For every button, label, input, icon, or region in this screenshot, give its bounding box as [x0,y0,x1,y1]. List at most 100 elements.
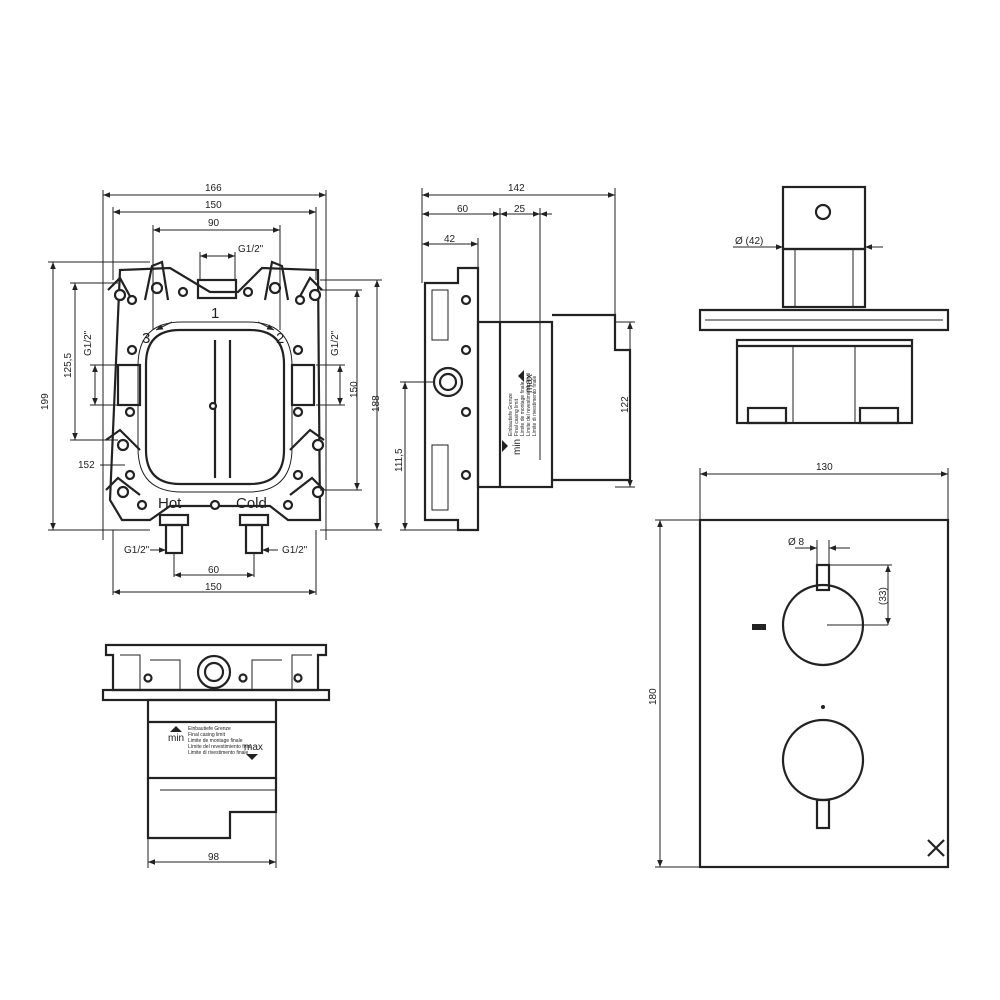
dim-142: 142 [508,183,525,194]
thread-bottom-right: G1/2" [282,545,308,556]
dim-150-side: 150 [349,381,360,398]
bottom-limit-text-1: Final casing limit [188,732,226,738]
temperature-mark [752,624,766,630]
dim-diameter-42: Ø (42) [735,236,763,247]
bottom-max-label: max [244,742,263,753]
handle-knob-hole [814,203,832,221]
lower-handle [781,718,865,802]
dim-152: 152 [78,460,95,471]
left-outlet [116,363,142,407]
front-view: 1 3 2 Hot Cold [40,183,382,595]
dim-125-5: 125,5 [63,353,74,378]
side-outlet-inner [438,372,458,392]
bottom-min-arrow-icon [170,726,182,732]
bottom-mount [104,643,328,692]
side-mounting-plate [423,266,480,532]
bottom-min-label: min [168,733,184,744]
dim-diameter-8: Ø 8 [788,537,805,548]
side-outlet-outer [432,366,464,398]
bottom-max-arrow-icon [246,754,258,760]
trim-extension-lines [655,468,949,868]
bottom-view: min max Einbautiefe Grenze Final casing … [101,643,331,868]
front-body [108,266,322,522]
dim-60-side: 60 [457,204,469,215]
dim-98: 98 [208,852,220,863]
side-view: max min Einbautiefe Grenze Final casing … [394,183,635,532]
dim-90: 90 [208,218,220,229]
inner-cover-outline [137,321,293,493]
trim-dimension-lines [657,471,948,867]
bottom-body [146,698,278,780]
thread-right: G1/2" [330,330,341,356]
center-mark [208,401,218,411]
side-limit-text-0: Einbautiefe Grenze [508,393,514,436]
inner-cover [144,328,286,486]
side-dimension-lines [402,192,633,530]
side-limit-text-1: Final casing limit [514,398,520,436]
upper-lever [815,563,831,592]
hot-label: Hot [158,495,182,512]
lower-lever [815,798,831,830]
trim-plate [698,518,950,869]
dim-130: 130 [816,462,833,473]
bottom-plate [101,688,331,702]
dim-150-bottom: 150 [205,582,222,593]
dim-60-bottom: 60 [208,565,220,576]
trim-plate-edge [698,308,950,332]
dim-180: 180 [648,688,659,705]
dim-42-side: 42 [444,234,456,245]
side-body [476,320,554,489]
dim-166: 166 [205,183,222,194]
side-min-label: min [512,439,523,455]
hot-inlet [158,513,190,527]
handle-stem [781,247,867,309]
top-outlet [196,278,238,300]
hot-inlet-pipe [164,523,184,555]
mounting-ears [105,260,325,496]
brand-logo-icon [927,839,945,857]
side-min-arrow-icon [502,440,508,452]
arrow-3-icon [155,321,173,331]
front-extension-lines [48,190,382,595]
arrow-2-icon [257,321,275,331]
side-extension-lines [400,188,635,531]
dim-150-top: 150 [205,200,222,211]
side-limit-text-3: Límite del revestimiento final [526,373,532,436]
bottom-handle-housing [146,778,278,840]
dim-122: 122 [620,396,631,413]
bottom-limit-text-3: Límite del revestimiento final [188,744,251,750]
bottom-inlet-inner [203,661,225,683]
side-limit-text-4: Limite di rivestimento finale [532,375,538,436]
cold-inlet-pipe [244,523,264,555]
front-dimension-lines [50,192,380,595]
cold-label: Cold [236,495,267,512]
flow-mark [821,705,825,709]
side-max-label: max [524,374,535,393]
bottom-dimension-lines [147,812,277,868]
screw-holes [113,281,325,511]
bottom-limit-text-4: Limite di rivestimento finale [188,750,249,756]
dim-25-side: 25 [514,204,526,215]
dim-111-5: 111,5 [394,448,405,472]
right-outlet [290,363,316,407]
thread-left: G1/2" [83,330,94,356]
handle-side-view: Ø (42) [698,185,950,425]
bottom-limit-text-0: Einbautiefe Grenze [188,726,231,732]
side-max-arrow-icon [518,370,524,382]
trim-plate-view: 130 180 Ø 8 (33) [648,462,950,869]
dim-33: (33) [878,587,889,605]
dim-199: 199 [40,393,51,410]
bottom-limit-text-2: Limite de montage finale [188,738,243,744]
side-limit-text-2: Limite de montage finale [520,381,526,436]
cold-inlet [238,513,270,527]
outlet-1-label: 1 [211,305,219,322]
handle-housing-side [735,338,914,425]
thread-top: G1/2" [238,244,264,255]
outlet-3-label: 3 [142,330,150,347]
side-handle-housing [552,313,632,482]
outlet-2-label: 2 [276,330,284,347]
dim-188: 188 [371,395,382,412]
bottom-inlet-outer [196,654,232,690]
thread-bottom-left: G1/2" [124,545,150,556]
